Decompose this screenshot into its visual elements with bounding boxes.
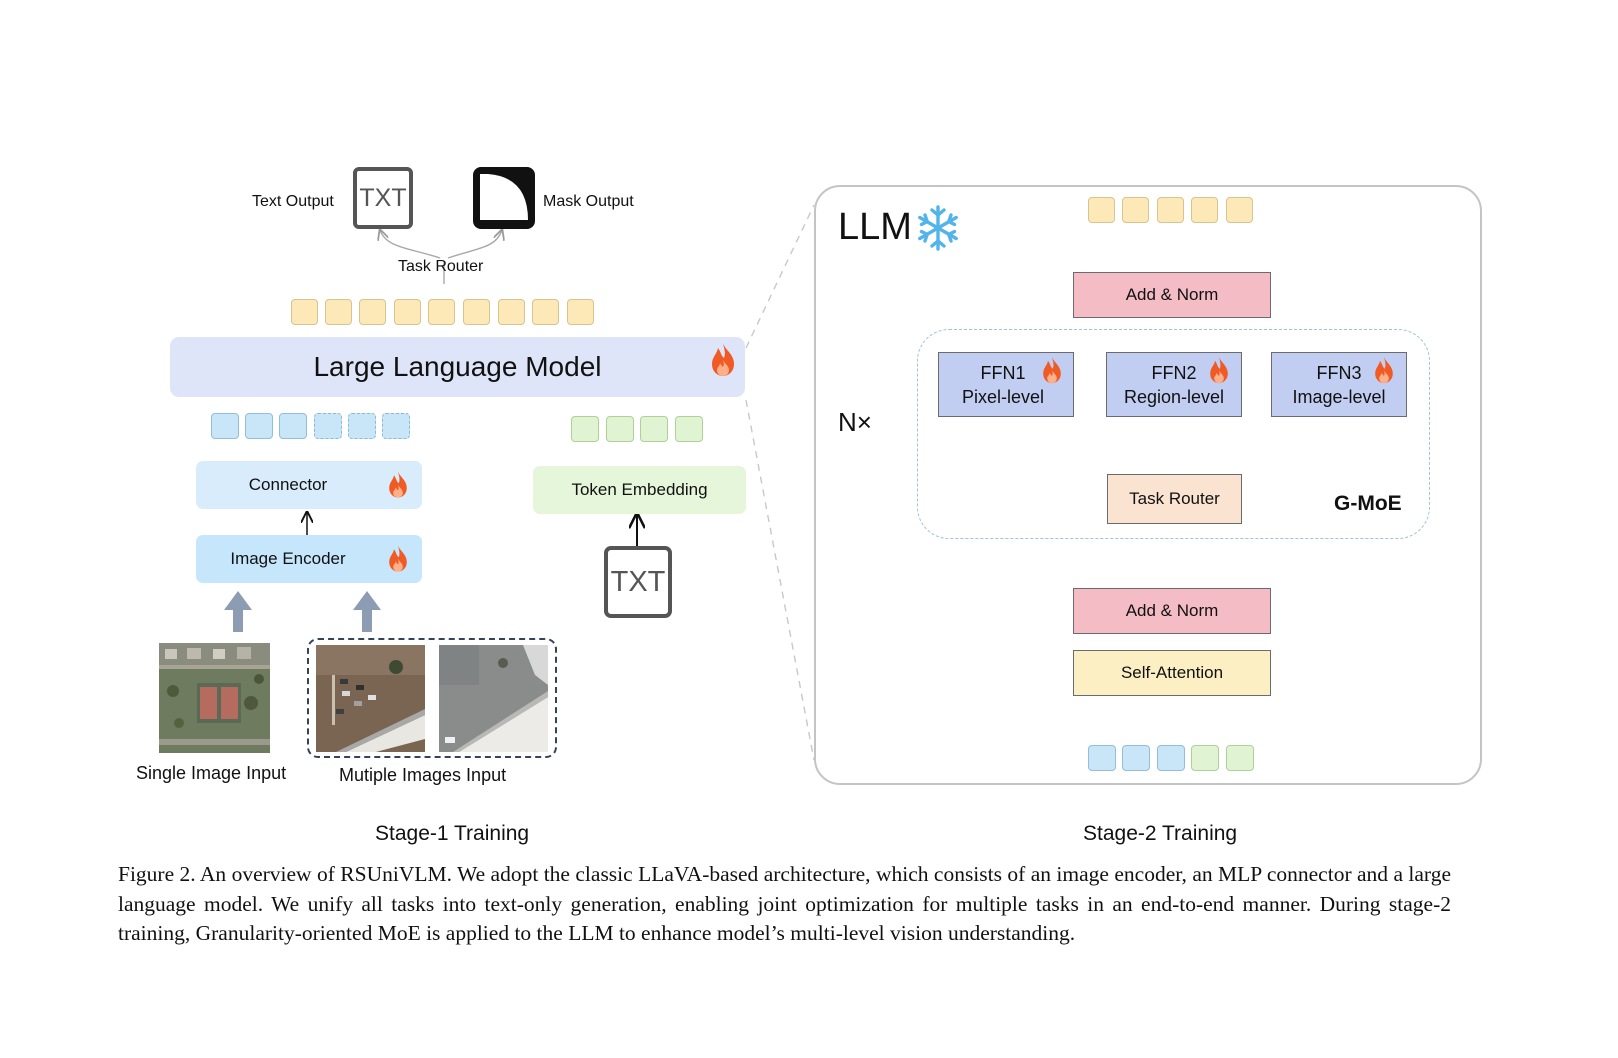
ffn1-name: FFN1 [980, 362, 1026, 383]
stage2-output-token [1157, 197, 1184, 223]
flame-icon [1043, 356, 1061, 384]
snowflake-icon [918, 205, 958, 251]
large-language-model-block: Large Language Model [170, 337, 745, 397]
visual-token [245, 413, 273, 439]
ffn2-block: FFN2 Region-level [1106, 352, 1242, 417]
single-image-thumbnail [159, 643, 270, 753]
text-token [606, 416, 634, 442]
visual-token-optional [348, 413, 376, 439]
txt-document-icon: TXT [353, 167, 413, 229]
visual-token-optional [382, 413, 410, 439]
multi-image-thumbnail-1 [316, 645, 425, 752]
text-token [675, 416, 703, 442]
output-token [394, 299, 421, 325]
ffn3-name: FFN3 [1316, 362, 1362, 383]
output-token [463, 299, 490, 325]
add-norm-block-bottom: Add & Norm [1073, 588, 1271, 634]
stage2-title: Stage-2 Training [1083, 822, 1238, 845]
stage2-input-token [1157, 745, 1185, 771]
gmoe-container [917, 329, 1430, 539]
self-attention-label: Self-Attention [1120, 663, 1224, 682]
stage2-output-token [1088, 197, 1115, 223]
multi-image-thumbnail-2 [439, 645, 548, 752]
add-norm-bottom-label: Add & Norm [1125, 601, 1219, 620]
text-token [571, 416, 599, 442]
output-token [567, 299, 594, 325]
stage2-input-token [1226, 745, 1254, 771]
connector-block: Connector [196, 461, 422, 509]
nx-label: N× [838, 407, 872, 437]
stage2-input-token [1088, 745, 1116, 771]
ffn2-level: Region-level [1123, 386, 1225, 407]
txt-document-icon: TXT [604, 546, 672, 618]
mask-output-label: Mask Output [543, 193, 634, 210]
connector-label: Connector [248, 475, 328, 494]
ffn3-level: Image-level [1292, 386, 1386, 407]
stage2-output-token [1122, 197, 1149, 223]
stage2-input-token [1191, 745, 1219, 771]
stage2-output-token [1226, 197, 1253, 223]
token-embedding-label: Token Embedding [571, 480, 708, 499]
add-norm-top-label: Add & Norm [1125, 285, 1219, 304]
output-token [325, 299, 352, 325]
image-encoder-block: Image Encoder [196, 535, 422, 583]
ffn3-block: FFN3 Image-level [1271, 352, 1407, 417]
stage1-task-router-label: Task Router [398, 258, 484, 275]
output-token [291, 299, 318, 325]
figure-caption: Figure 2. An overview of RSUniVLM. We ad… [118, 862, 1451, 945]
stage1-title: Stage-1 Training [375, 822, 530, 845]
multi-image-up-arrow [353, 591, 381, 632]
visual-token-optional [314, 413, 342, 439]
flame-icon [1210, 356, 1228, 384]
output-token [428, 299, 455, 325]
output-token [532, 299, 559, 325]
visual-token [279, 413, 307, 439]
multiple-images-input-label: Mutiple Images Input [339, 765, 507, 785]
ffn1-block: FFN1 Pixel-level [938, 352, 1074, 417]
ffn1-level: Pixel-level [961, 386, 1045, 407]
single-image-input-label: Single Image Input [136, 763, 287, 783]
flame-icon [712, 343, 734, 376]
stage2-output-token [1191, 197, 1218, 223]
image-encoder-label: Image Encoder [230, 549, 346, 568]
token-embedding-block: Token Embedding [533, 466, 746, 514]
stage2-input-token [1122, 745, 1150, 771]
visual-token [211, 413, 239, 439]
gmoe-label: G-MoE [1334, 492, 1402, 515]
text-output-label: Text Output [252, 193, 334, 210]
mask-icon [473, 167, 535, 229]
flame-icon [389, 545, 407, 572]
text-token [640, 416, 668, 442]
output-token [359, 299, 386, 325]
stage2-llm-title: LLM [838, 206, 912, 248]
add-norm-block-top: Add & Norm [1073, 272, 1271, 318]
ffn2-name: FFN2 [1151, 362, 1197, 383]
stage2-task-router-label: Task Router [1129, 489, 1220, 508]
flame-icon [1375, 356, 1393, 384]
output-token [498, 299, 525, 325]
stage2-task-router-block: Task Router [1107, 474, 1242, 524]
self-attention-block: Self-Attention [1073, 650, 1271, 696]
router-to-text-output-arrow [380, 230, 441, 259]
single-image-up-arrow [224, 591, 252, 632]
flame-icon [389, 471, 407, 498]
multiple-images-frame [307, 638, 557, 758]
router-to-mask-output-arrow [447, 230, 502, 259]
llm-label: Large Language Model [313, 351, 602, 382]
